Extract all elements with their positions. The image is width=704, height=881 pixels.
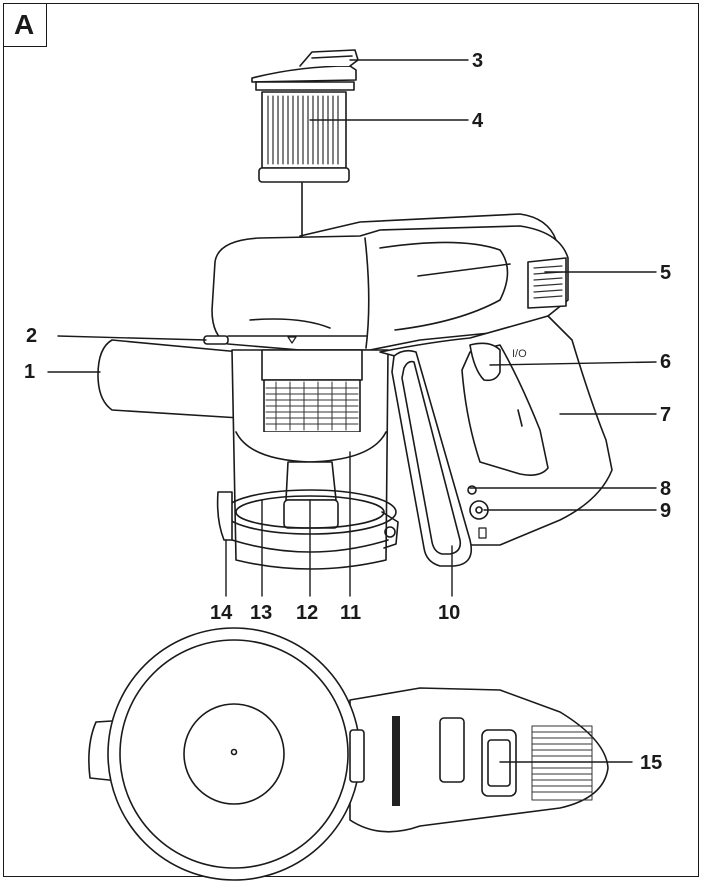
- callout-14: 14: [210, 602, 233, 624]
- callout-3: 3: [472, 50, 483, 72]
- top-view: [88, 627, 609, 881]
- release-button: [203, 335, 229, 345]
- callout-11: 11: [340, 602, 361, 624]
- callout-1: 1: [24, 361, 35, 383]
- callout-8: 8: [660, 478, 671, 500]
- callout-13: 13: [250, 602, 272, 624]
- figure-frame: [3, 3, 699, 877]
- callout-labels: 3 4 5 2 1 6 7 8 9 10 11 12 13 14 15: [24, 50, 671, 774]
- power-trigger: [469, 342, 501, 382]
- callout-12: 12: [296, 602, 318, 624]
- hepa-filter: [258, 91, 350, 183]
- power-mark: I/O: [512, 348, 527, 360]
- callout-6: 6: [660, 351, 671, 373]
- figure-tag-box: A: [3, 3, 47, 47]
- charge-indicator: [467, 485, 477, 495]
- leader-lines: [47, 59, 657, 763]
- callout-10: 10: [438, 602, 460, 624]
- callout-15: 15: [640, 752, 662, 774]
- callout-7: 7: [660, 404, 671, 426]
- filter-cover: [251, 49, 359, 91]
- figure-tag: A: [14, 9, 35, 40]
- exhaust-grille: [527, 257, 567, 309]
- callout-4: 4: [472, 110, 484, 132]
- callout-2: 2: [26, 325, 37, 347]
- callout-9: 9: [660, 500, 671, 522]
- dust-bin: [216, 349, 399, 570]
- callout-5: 5: [660, 262, 671, 284]
- battery-pack: [391, 349, 473, 567]
